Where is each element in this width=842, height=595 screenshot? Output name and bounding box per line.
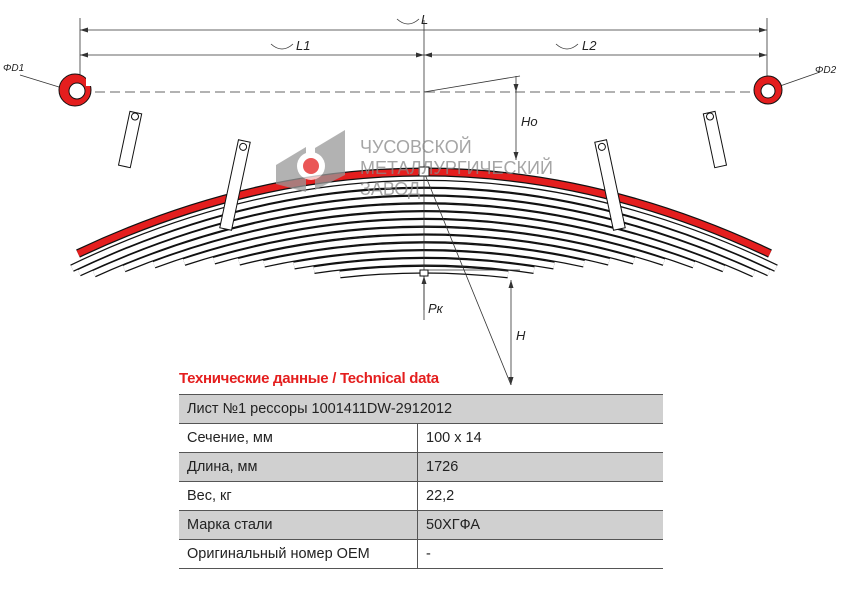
table-row: Оригинальный номер OEM-: [179, 539, 663, 569]
company-logo-watermark: ЧУСОВСКОЙ МЕТАЛЛУРГИЧЕСКИЙ ЗАВОД: [276, 130, 553, 199]
technical-data-title: Технические данные / Technical data: [179, 370, 439, 387]
right-eye: [753, 75, 783, 105]
row-label: Сечение, мм: [179, 423, 418, 453]
logo-text-line3: ЗАВОД: [360, 179, 420, 199]
label-Ho: Ho: [521, 114, 538, 129]
dimension-lines: [19, 18, 821, 386]
label-L2: L2: [582, 38, 597, 53]
clamp: [219, 139, 251, 231]
center-bolt-nut: [419, 269, 429, 277]
part-name: Лист №1 рессоры 1001411DW-2912012: [179, 394, 663, 424]
row-value: 22,2: [417, 481, 663, 511]
row-label: Длина, мм: [179, 452, 418, 482]
clamps: [117, 110, 728, 277]
logo-text-line2: МЕТАЛЛУРГИЧЕСКИЙ: [360, 157, 553, 178]
label-D1: ΦD1: [3, 63, 24, 74]
table-header-row: Лист №1 рессоры 1001411DW-2912012: [179, 394, 663, 424]
arrowheads: [80, 27, 767, 385]
label-D2: ΦD2: [815, 65, 837, 76]
row-value: 50ХГФА: [417, 510, 663, 540]
label-Pk: Pк: [428, 301, 444, 316]
clamp: [702, 110, 728, 169]
label-L: L: [421, 12, 428, 27]
center-bolt-head: [418, 166, 430, 177]
left-eye: [58, 72, 98, 107]
row-label: Марка стали: [179, 510, 418, 540]
label-L1: L1: [296, 38, 310, 53]
row-value: 100 x 14: [417, 423, 663, 453]
row-label: Вес, кг: [179, 481, 418, 511]
row-value: -: [417, 539, 663, 569]
row-label: Оригинальный номер OEM: [179, 539, 418, 569]
logo-text-line1: ЧУСОВСКОЙ: [360, 136, 472, 157]
label-H: H: [516, 328, 526, 343]
clamp: [117, 110, 143, 169]
technical-data-table: Лист №1 рессоры 1001411DW-2912012 Сечени…: [179, 394, 663, 569]
row-value: 1726: [417, 452, 663, 482]
clamp: [594, 139, 626, 231]
